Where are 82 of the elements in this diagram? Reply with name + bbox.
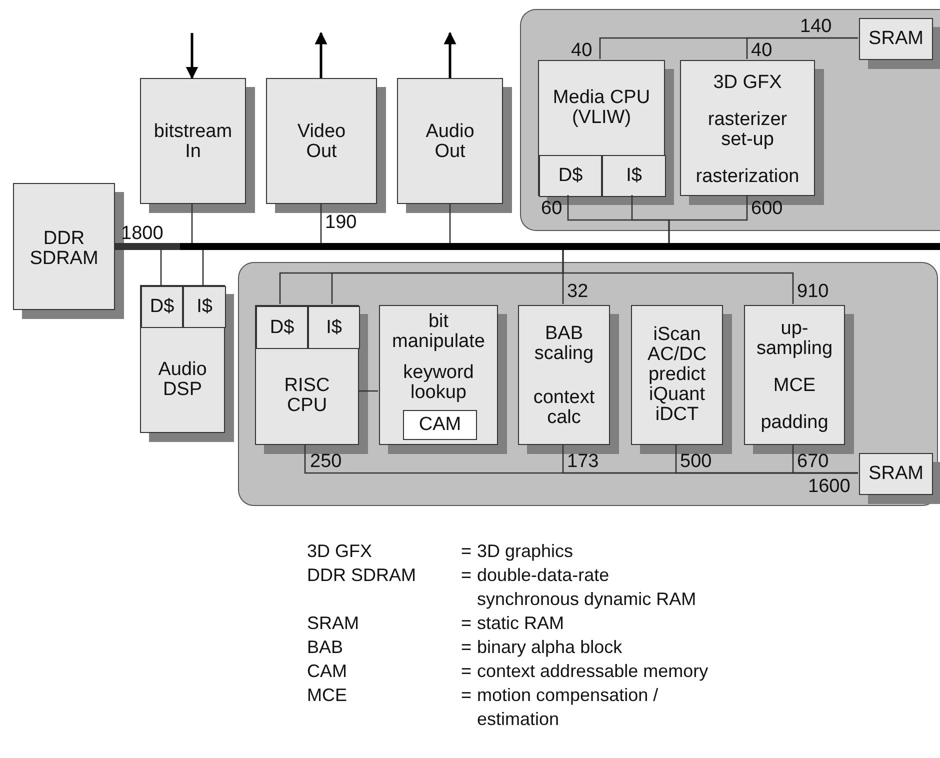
block-label: rasterization [696,166,800,187]
block-label: bitstream In [152,122,234,162]
bandwidth-label: 190 [325,213,357,233]
glossary-definition: static RAM [477,612,566,635]
glossary-definition: binary alpha block [477,636,624,659]
connector-line [191,204,193,243]
glossary-term: DDR SDRAM [307,564,418,587]
arrow [186,33,198,80]
connector-line [746,37,858,59]
cache-block [183,286,226,328]
connector-line [668,195,748,243]
block-label: bit manipulate [391,312,486,352]
bandwidth-label: 500 [680,452,712,472]
block-label: up- sampling [755,318,834,359]
equals-sign: = [461,684,473,707]
block-label: iScan AC/DC predict iQuant iDCT [646,325,708,425]
block-label: padding [760,413,828,434]
block-label: DDR SDRAM [28,229,100,269]
bandwidth-label: 1600 [808,477,850,497]
connector-line [562,250,794,304]
block-label: SRAM [868,464,924,484]
chip-region-panel [520,9,940,231]
block-label: Audio DSP [157,360,208,400]
equals-sign: = [461,636,473,659]
block-label: I$ [326,318,342,338]
bandwidth-label: 40 [571,41,592,61]
block-label: D$ [150,297,174,317]
block-label: I$ [626,166,642,186]
arrow [444,32,456,78]
block-label: keyword lookup [402,362,475,402]
connector-line [202,250,204,285]
bandwidth-label: 910 [797,282,829,302]
arrow [314,32,328,78]
system-bus-bar [180,243,940,250]
bandwidth-label: 173 [567,452,599,472]
connector-line [449,204,451,243]
glossary-definition: motion compensation / estimation [477,684,660,731]
block-label: Media CPU (VLIW) [552,88,652,128]
chip-region-panel [238,262,938,506]
glossary-term: CAM [307,660,348,683]
equals-sign: = [461,540,473,563]
bandwidth-label: 670 [797,452,829,472]
connector-line [115,243,180,250]
equals-sign: = [461,612,473,635]
bandwidth-label: 32 [567,282,588,302]
glossary-term: BAB [307,636,344,659]
connector-line [792,444,858,474]
block-label: 3D GFX [713,73,782,94]
glossary-term: 3D GFX [307,540,374,563]
connector-line [320,204,322,243]
block-label: D$ [558,166,583,186]
equals-sign: = [461,660,473,683]
glossary-definition: context addressable memory [477,660,710,683]
bandwidth-label: 140 [800,17,832,37]
block-label: I$ [196,297,212,317]
block-label: rasterizer set-up [706,110,788,150]
memory-block [403,410,477,440]
glossary-term: SRAM [307,612,360,635]
cache-block [602,155,666,197]
block-label: MCE [773,376,816,396]
block-label: context calc [532,388,596,428]
bandwidth-label: 1800 [121,224,164,244]
block-label: SRAM [868,29,924,49]
block-label: BAB scaling [533,324,595,364]
block-label: Video Out [296,122,347,162]
bandwidth-label: 600 [751,199,783,219]
glossary-term: MCE [307,684,348,707]
block-label: Audio Out [424,122,476,162]
bandwidth-label: 250 [310,452,342,472]
cache-block [256,306,308,349]
connector-line [160,250,162,285]
cache-block [141,286,183,328]
block-label: CAM [418,415,462,435]
connector-line [358,390,378,392]
block-label: RISC CPU [283,376,331,416]
bandwidth-label: 40 [751,41,772,61]
cache-block [539,155,602,197]
glossary-definition: 3D graphics [477,540,574,563]
block-label: D$ [270,318,294,338]
cache-block [308,306,360,349]
bandwidth-label: 60 [541,199,562,219]
equals-sign: = [461,564,473,587]
